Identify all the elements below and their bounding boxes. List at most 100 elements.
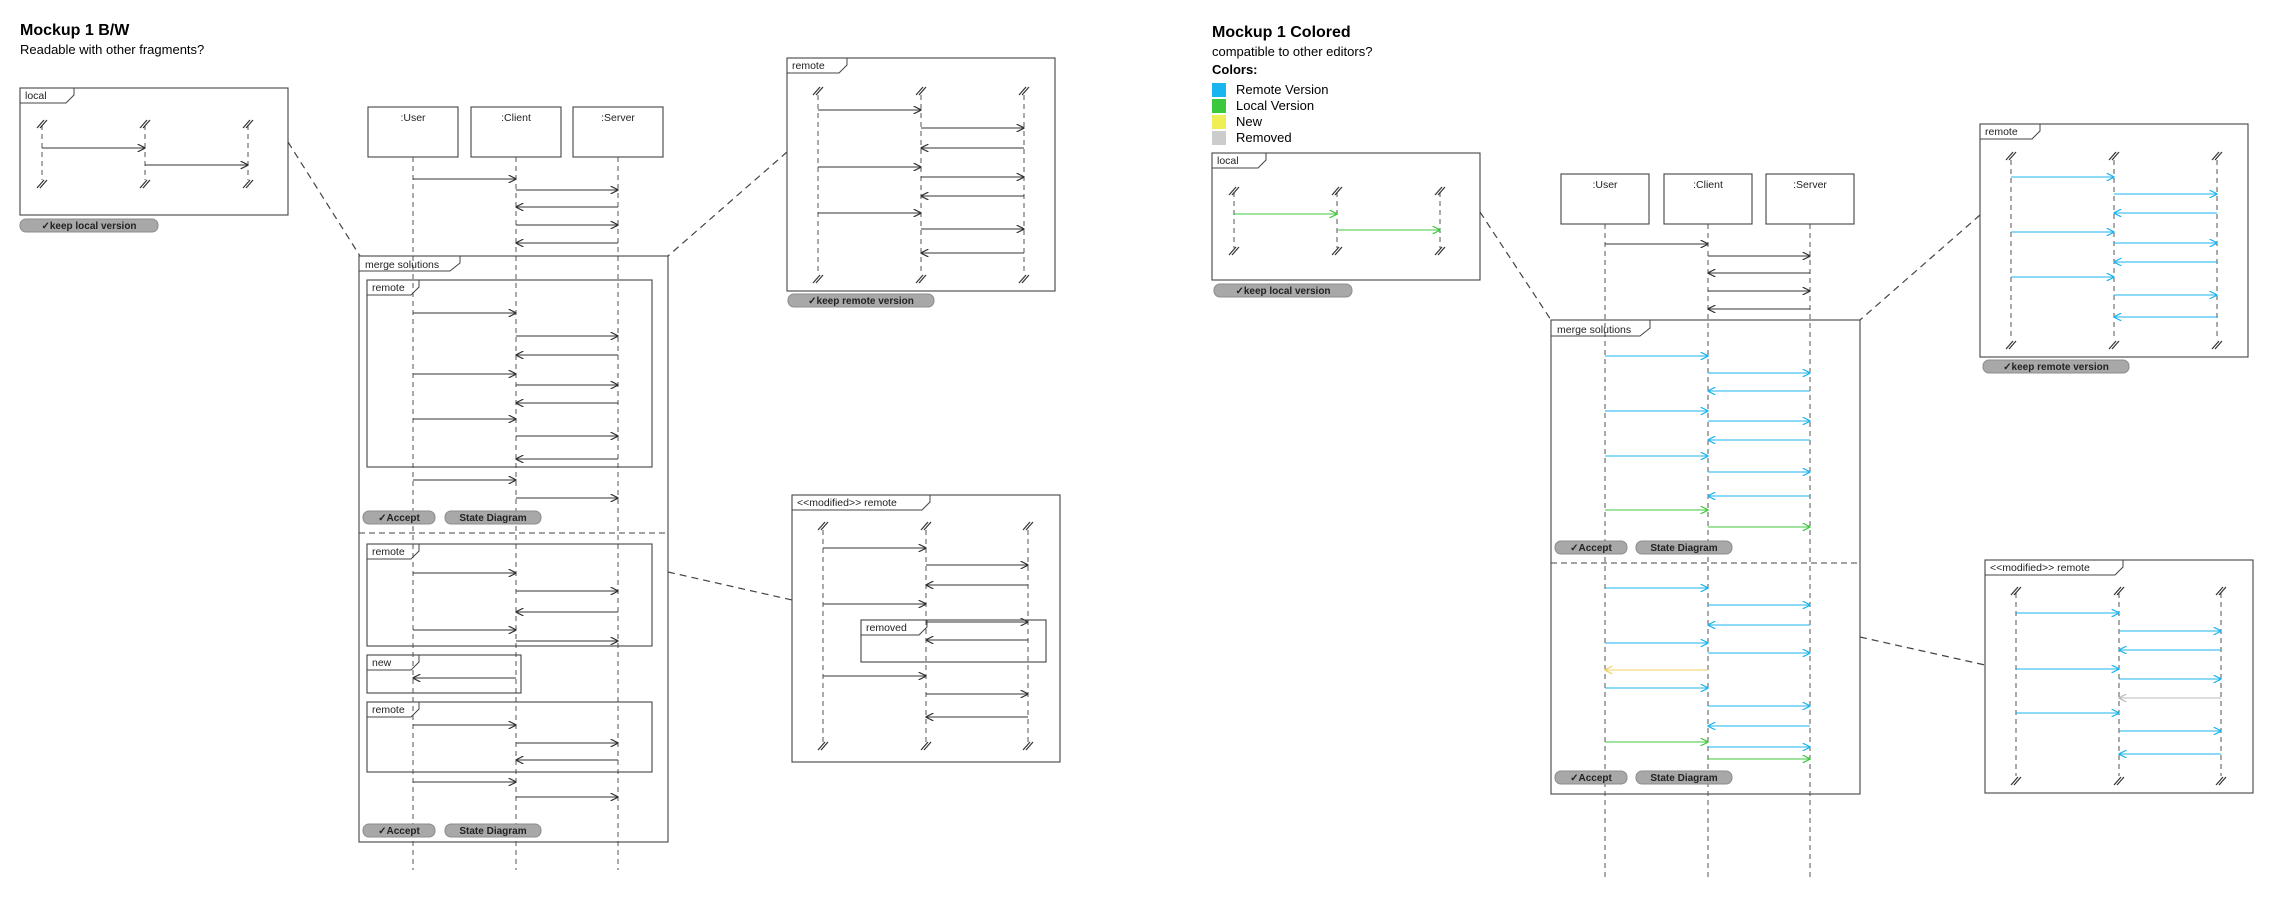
bw-keep-local-button-label: ✓keep local version <box>41 221 136 232</box>
bw-merge-frame <box>358 255 669 843</box>
col-server-head-label: :Server <box>1793 179 1827 191</box>
col-accept-button-1-label: ✓Accept <box>1570 543 1612 554</box>
bw-client-head-label: :Client <box>501 112 531 124</box>
col-local-frame-tab <box>1212 153 1267 169</box>
bw-accept-button-1 <box>362 510 436 525</box>
col-client-head-label: :Client <box>1693 179 1723 191</box>
col-state-diagram-button-2 <box>1635 770 1733 785</box>
col-local-bottom-break-1a <box>1331 246 1340 256</box>
col-local-top-break-0a <box>1228 186 1237 196</box>
bw-local-frame <box>19 87 289 216</box>
col-connector-modified <box>1859 636 1986 666</box>
col-state-diagram-button-1 <box>1635 540 1733 555</box>
bw-local-top-break-1a <box>139 119 148 129</box>
bw-modified-bottom-break-1a <box>920 741 929 751</box>
bw-modified-top-break-2b <box>1025 521 1034 531</box>
col-local-top-break-0b <box>1231 186 1240 196</box>
col-local-bottom-break-1b <box>1334 246 1343 256</box>
bw-local-bottom-break-0b <box>39 179 48 189</box>
col-local-top-break-2a <box>1434 186 1443 196</box>
col-remote-top-break-0b <box>2008 151 2017 161</box>
bw-modified-top-break-2a <box>1022 521 1031 531</box>
bw-removed-frame-label: removed <box>866 622 907 634</box>
col-modified-remote-frame <box>1984 559 2254 794</box>
bw-remote-top-break-2a <box>1018 86 1027 96</box>
col-local-top-break-2b <box>1437 186 1446 196</box>
bw-remote-top-break-0b <box>815 86 824 96</box>
bw-new-frame-label: new <box>372 657 392 669</box>
col-connector-local <box>1479 211 1552 321</box>
bw-modified-bottom-break-1b <box>923 741 932 751</box>
bw-remote-bottom-break-0a <box>812 274 821 284</box>
col-remote-top-break-1a <box>2108 151 2117 161</box>
col-remote-frame-tab <box>1980 124 2041 140</box>
bw-mockup-subtitle: Readable with other fragments? <box>20 42 205 57</box>
col-keep-remote-button-label: ✓keep remote version <box>2003 362 2109 373</box>
legend-label: Remote Version <box>1236 82 1329 97</box>
bw-connector-modified <box>667 571 793 601</box>
bw-remote-top-break-0a <box>812 86 821 96</box>
bw-modified-remote-frame <box>791 494 1061 763</box>
bw-local-frame-tab <box>20 88 75 104</box>
legend-label: New <box>1236 114 1263 129</box>
removed-swatch <box>1212 130 1226 145</box>
col-remote-bottom-break-0a <box>2005 340 2014 350</box>
legend-label: Local Version <box>1236 98 1315 113</box>
bw-third-remote-frame-tab <box>367 702 420 718</box>
col-accept-button-2-label: ✓Accept <box>1570 773 1612 784</box>
local-version-swatch <box>1212 98 1226 113</box>
col-accept-button-1 <box>1554 540 1628 555</box>
col-local-top-break-1b <box>1334 186 1343 196</box>
col-accept-button-2 <box>1554 770 1628 785</box>
bw-merge-remote-frame <box>366 279 653 468</box>
bw-remote-top-break-2b <box>1021 86 1030 96</box>
bw-new-frame <box>366 654 522 694</box>
bw-server-head-label: :Server <box>601 112 635 124</box>
bw-modified-top-break-0a <box>817 521 826 531</box>
col-modified-bottom-break-2b <box>2218 776 2227 786</box>
bw-local-top-break-0a <box>36 119 45 129</box>
bw-connector-local <box>287 141 361 257</box>
col-remote-top-break-2a <box>2211 151 2220 161</box>
col-keep-local-button <box>1213 283 1353 298</box>
col-state-diagram-button-1-label: State Diagram <box>1650 543 1717 554</box>
bw-remote-frame-tab <box>787 58 848 74</box>
bw-state-diagram-button-2 <box>444 823 542 838</box>
col-local-bottom-break-2b <box>1437 246 1446 256</box>
col-modified-remote-frame-label: <<modified>> remote <box>1990 562 2090 574</box>
col-remote-frame-label: remote <box>1985 126 2018 138</box>
bw-remote-bottom-break-0b <box>815 274 824 284</box>
bw-modified-top-break-0b <box>820 521 829 531</box>
bw-modified-bottom-break-2a <box>1022 741 1031 751</box>
col-remote-bottom-break-2b <box>2214 340 2223 350</box>
col-remote-bottom-break-2a <box>2211 340 2220 350</box>
bw-merge-remote-frame-tab <box>367 280 420 296</box>
bw-user-head-label: :User <box>400 112 426 124</box>
col-merge-tab <box>1551 320 1651 337</box>
col-modified-top-break-0b <box>2013 586 2022 596</box>
col-keep-remote-button <box>1982 359 2130 374</box>
col-local-bottom-break-2a <box>1434 246 1443 256</box>
legend-item-new: New <box>1212 114 1262 129</box>
col-remote-top-break-1b <box>2111 151 2120 161</box>
bw-remote-frame <box>786 57 1056 292</box>
col-modified-top-break-0a <box>2010 586 2019 596</box>
col-modified-bottom-break-0b <box>2013 776 2022 786</box>
bw-local-bottom-break-0a <box>36 179 45 189</box>
col-modified-bottom-break-1b <box>2116 776 2125 786</box>
bw-local-top-break-0b <box>39 119 48 129</box>
col-connector-remote <box>1859 214 1981 321</box>
bw-local-top-break-2a <box>242 119 251 129</box>
colored-mockup-subtitle: compatible to other editors? <box>1212 44 1373 59</box>
col-modified-top-break-1a <box>2113 586 2122 596</box>
col-modified-remote-frame-tab <box>1985 560 2124 576</box>
col-user-head-label: :User <box>1592 179 1618 191</box>
col-keep-local-button-label: ✓keep local version <box>1235 286 1330 297</box>
col-merge-label: merge solutions <box>1557 324 1631 336</box>
col-remote-bottom-break-1b <box>2111 340 2120 350</box>
bw-local-top-break-1b <box>142 119 151 129</box>
bw-third-remote-frame <box>366 701 653 773</box>
col-modified-bottom-break-2a <box>2215 776 2224 786</box>
bw-modified-top-break-1b <box>923 521 932 531</box>
legend-item-removed: Removed <box>1212 130 1292 145</box>
